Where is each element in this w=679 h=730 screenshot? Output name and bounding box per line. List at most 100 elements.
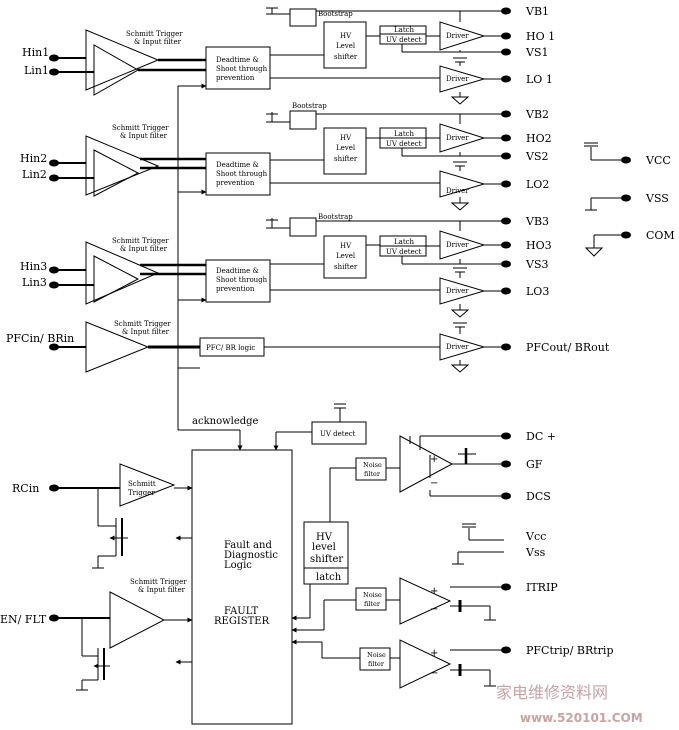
schmitt-label-en: Schmitt Trigger: [130, 578, 187, 586]
latch-uv-1: [379, 25, 427, 45]
schmitt-label-1: Schmitt Trigger: [126, 30, 183, 38]
label-vs1: VS1: [525, 46, 548, 59]
channel-3: [55, 217, 504, 318]
hv-big-l3: shifter: [310, 554, 343, 565]
hv3-l3: shifter: [334, 263, 358, 271]
driver-pfc: [439, 333, 486, 361]
deadtime-1-l1: Deadtime &: [216, 56, 259, 64]
trigger-label-rc: Trigger: [128, 489, 155, 497]
driver-ho2-label: Driver: [446, 134, 469, 142]
pfc-channel: [55, 321, 504, 373]
schmitt-label-rc: Schmitt: [128, 480, 156, 488]
latch-big: latch: [316, 572, 342, 583]
hv-level-shifter-1: [323, 21, 367, 69]
deadtime-1-l3: prevention: [216, 74, 255, 82]
noise-gf-l2: filter: [364, 470, 381, 478]
schmitt-trigger-rcin: [119, 463, 176, 507]
noise-filter-gf: [355, 457, 387, 481]
fault-l3: Logic: [224, 560, 252, 571]
uv-main-label: UV detect: [320, 430, 356, 438]
label-com: COM: [646, 229, 675, 242]
schmitt-label-pfc: Schmitt Trigger: [114, 320, 171, 328]
label-ho1: HO 1: [526, 30, 555, 43]
label-gf: GF: [526, 458, 543, 471]
gf-minus: −: [430, 478, 438, 489]
deadtime-block-1: [205, 46, 271, 90]
uv-3: UV detect: [386, 248, 422, 256]
pins: [49, 7, 631, 654]
uv-detect-main: [311, 421, 367, 445]
label-lin1: Lin1: [24, 64, 49, 77]
schmitt-label-enb: & Input filter: [138, 586, 186, 594]
hv1-l2: Level: [336, 42, 356, 50]
watermark-cn: 家电维修资料网: [496, 683, 608, 702]
deadtime-block-3: [205, 259, 271, 303]
label-vb3: VB3: [525, 215, 549, 228]
noise-gf-l1: Noise: [363, 461, 382, 469]
driver-ho1: [439, 21, 486, 51]
fault-register: [191, 449, 293, 725]
comparator-gf: [399, 435, 454, 493]
noise-pfc-l2: filter: [368, 660, 385, 668]
label-pfctrip: PFCtrip/ BRtrip: [526, 644, 614, 657]
deadtime-3-l2: Shoot through: [216, 276, 268, 284]
label-lo1: LO 1: [526, 73, 553, 86]
driver-pfc-label: Driver: [446, 343, 469, 351]
hv1-l1: HV: [340, 32, 352, 40]
label-vcc2: Vcc: [525, 530, 546, 543]
schmitt-label-2b: & Input filter: [120, 132, 168, 140]
channel-2: [55, 110, 504, 211]
driver-ho3: [439, 230, 486, 260]
label-vcc: VCC: [645, 154, 671, 167]
noise-filter-itrip: [355, 587, 387, 611]
label-lin3: Lin3: [22, 276, 47, 289]
hv3-l2: Level: [336, 252, 356, 260]
hv-level-shifter-3: [323, 235, 367, 279]
driver-ho2: [439, 123, 486, 153]
driver-lo2-label: Driver: [446, 187, 469, 195]
label-pfcin: PFCin/ BRin: [6, 332, 74, 345]
schmitt-trigger-3: [85, 241, 160, 305]
bootstrap-3: [289, 217, 317, 237]
label-dcs: DCS: [526, 490, 551, 503]
schmitt-label-pfcb: & Input filter: [122, 328, 170, 336]
hv3-l1: HV: [340, 242, 352, 250]
label-ho2: HO2: [526, 132, 552, 145]
pfc-plus: +: [430, 648, 438, 659]
schmitt-trigger-1: [85, 29, 160, 91]
deadtime-2-l2: Shoot through: [216, 170, 268, 178]
gf-plus: +: [430, 454, 438, 465]
watermark-url: www.520101.COM: [520, 711, 643, 725]
label-lin2: Lin2: [22, 168, 47, 181]
bootstrap-2: [289, 110, 317, 130]
deadtime-block-2: [205, 152, 271, 196]
itrip-minus: −: [430, 604, 438, 615]
fault-l5: REGISTER: [214, 616, 270, 627]
schmitt-trigger-2: [85, 135, 160, 196]
schmitt-trigger-1b: [93, 44, 140, 96]
label-en-flt: EN/ FLT: [0, 613, 47, 626]
hv2-l2: Level: [336, 144, 356, 152]
deadtime-3-l3: prevention: [216, 285, 255, 293]
bootstrap-label-1: Bootstrap: [318, 10, 353, 18]
label-lo3: LO3: [526, 285, 549, 298]
hv-level-shifter-fault: [303, 521, 349, 585]
latch-2: Latch: [394, 130, 415, 138]
deadtime-2-l1: Deadtime &: [216, 161, 259, 169]
label-ho3: HO3: [526, 239, 552, 252]
legend-supplies: [584, 142, 624, 257]
driver-lo3: [439, 277, 486, 305]
driver-ho3-label: Driver: [446, 241, 469, 249]
label-itrip: ITRIP: [526, 581, 558, 594]
schmitt-label-3: Schmitt Trigger: [112, 237, 169, 245]
label-rcin: RCin: [12, 482, 39, 495]
uv-1: UV detect: [386, 36, 422, 44]
bootstrap-label-2: Bootstrap: [292, 102, 327, 110]
driver-lo2: [439, 170, 486, 198]
hv-level-shifter-2: [323, 127, 367, 175]
fault-block: [191, 403, 504, 725]
label-dc-plus: DC +: [526, 430, 556, 443]
driver-lo1: [439, 65, 486, 93]
rcin-block: [55, 463, 193, 569]
deadtime-1-l2: Shoot through: [216, 65, 268, 73]
